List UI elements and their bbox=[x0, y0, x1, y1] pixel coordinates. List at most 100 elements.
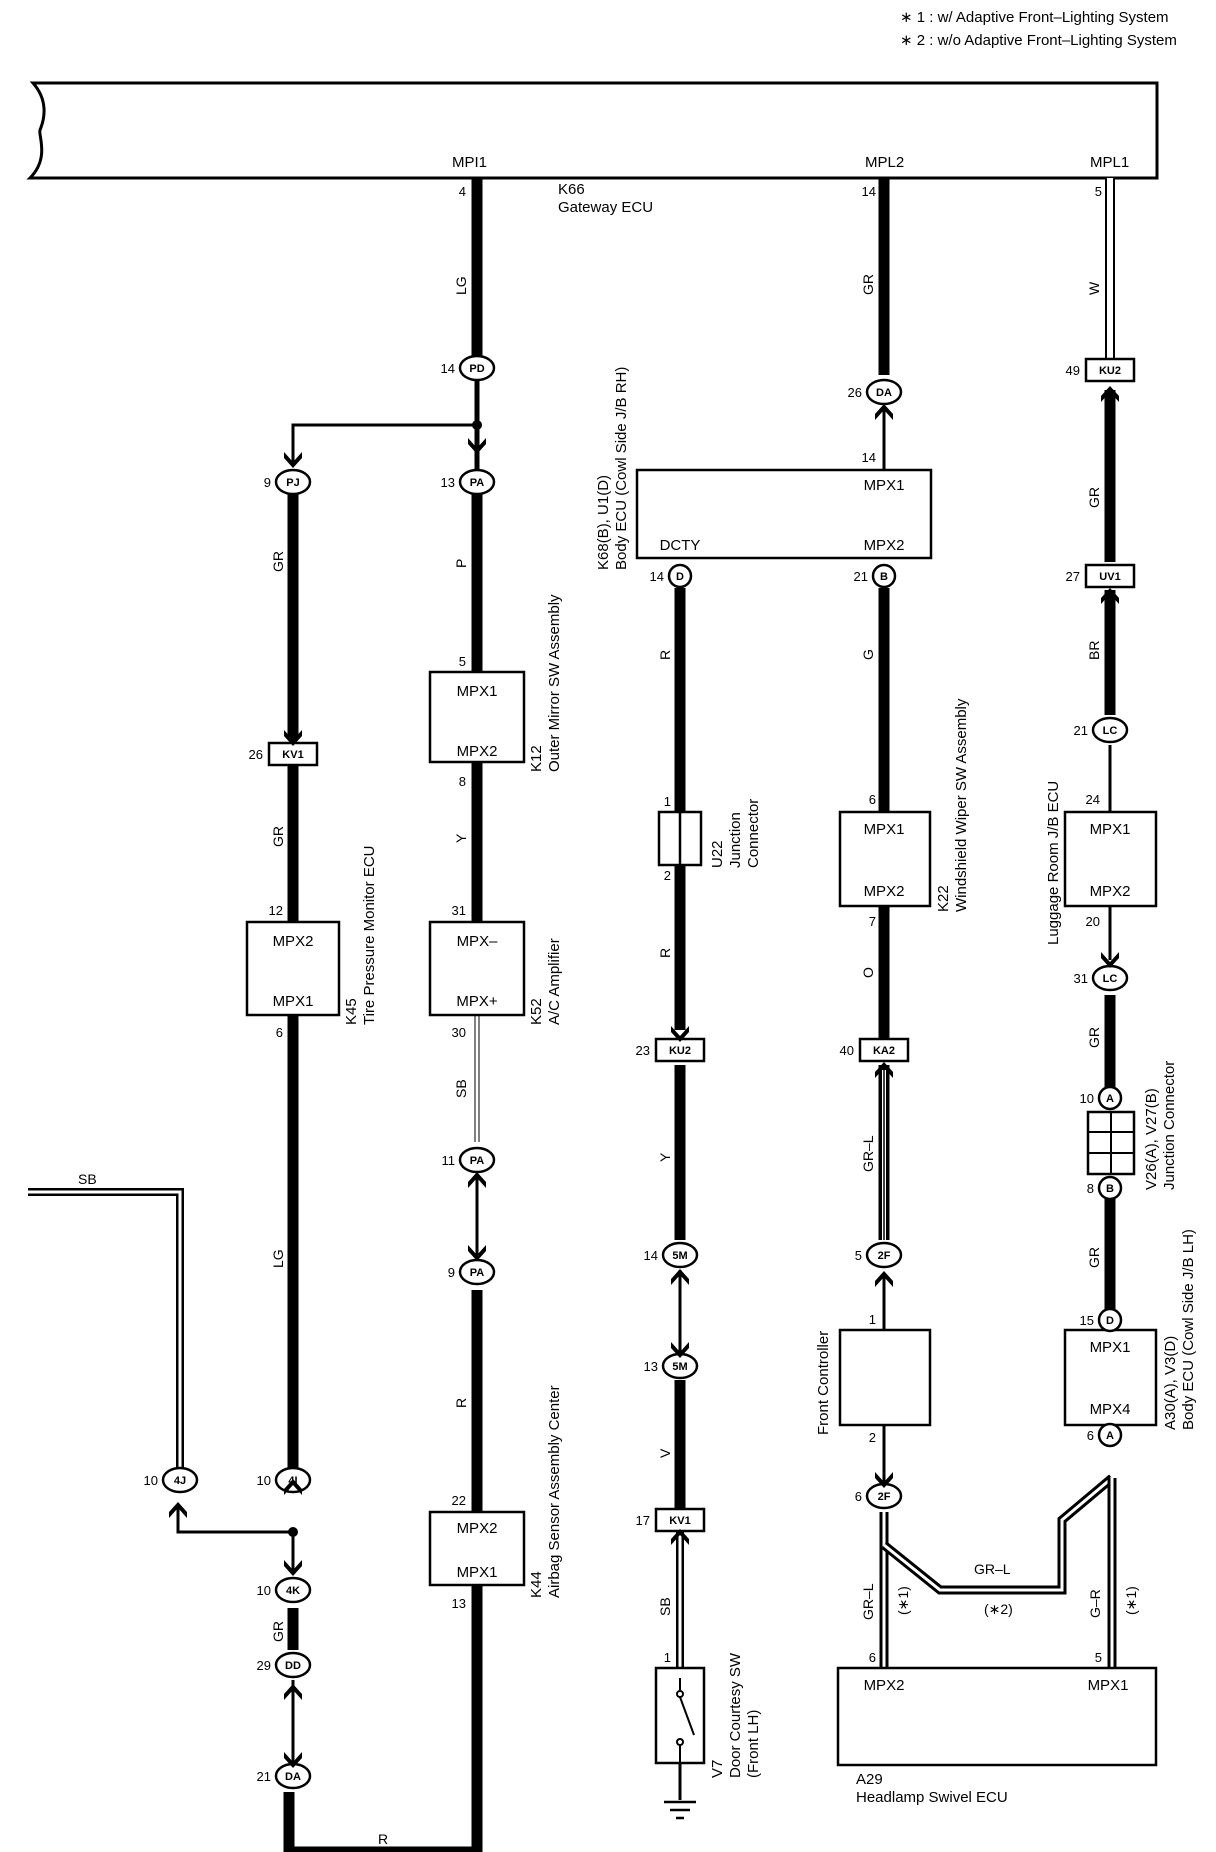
k52-code: K52 bbox=[528, 998, 545, 1025]
k52-pin-bot: 30 bbox=[452, 1025, 466, 1040]
connector-lc21-pin: 21 bbox=[1074, 723, 1088, 738]
mpl2-pin: 14 bbox=[862, 184, 876, 199]
k68-code: K68(B), U1(D) bbox=[595, 475, 612, 570]
k52-box bbox=[428, 920, 526, 1017]
k22-box bbox=[838, 810, 932, 908]
arrow-6 bbox=[284, 1684, 302, 1700]
a30-p2: MPX4 bbox=[1090, 1401, 1131, 1418]
k22-name: Windshield Wiper SW Assembly bbox=[953, 698, 970, 912]
a29-p2: MPX1 bbox=[1088, 1677, 1129, 1694]
connector-f2_5-code: 2F bbox=[878, 1250, 891, 1262]
a29-p1: MPX2 bbox=[864, 1677, 905, 1694]
wl-fc-grl-2: GR–L bbox=[974, 1561, 1011, 1577]
k22-code: K22 bbox=[935, 885, 952, 912]
k22-p2: MPX2 bbox=[864, 883, 905, 900]
connector-a6-code: A bbox=[1106, 1430, 1114, 1442]
connector-b21-pin: 21 bbox=[854, 569, 868, 584]
k22-pin-top: 6 bbox=[869, 792, 876, 807]
connector-pa13-pin: 13 bbox=[441, 475, 455, 490]
wl-ku2-gr: GR bbox=[1086, 487, 1102, 508]
wl-pa-r: R bbox=[453, 1398, 469, 1408]
connector-kv1_26-pin: 26 bbox=[249, 747, 263, 762]
connector-b8: B8 bbox=[1087, 1175, 1123, 1201]
connector-a10-code: A bbox=[1106, 1093, 1114, 1105]
wl-d-r2: R bbox=[657, 948, 673, 958]
gateway-ecu-box bbox=[26, 81, 1159, 180]
arrow-18 bbox=[1101, 386, 1119, 402]
connector-kv1_17-code: KV1 bbox=[669, 1515, 690, 1527]
a30-name: Body ECU (Cowl Side J/B LH) bbox=[1180, 1229, 1197, 1430]
v7-pin-top: 1 bbox=[664, 1650, 671, 1665]
v26-code: V26(A), V27(B) bbox=[1143, 1088, 1160, 1190]
connector-badges: PD14PJ9PA13KV126PA11PA94J104I104K10DD29D… bbox=[144, 354, 1136, 1790]
k52-p2: MPX+ bbox=[456, 993, 498, 1010]
connector-pa13-code: PA bbox=[470, 477, 485, 489]
arrow-13 bbox=[671, 1529, 689, 1545]
arrow-0 bbox=[468, 438, 486, 454]
connector-pa9: PA9 bbox=[448, 1258, 496, 1286]
k45-p1: MPX2 bbox=[273, 933, 314, 950]
k68-pin-top: 14 bbox=[862, 450, 876, 465]
a29-name: Headlamp Swivel ECU bbox=[856, 1789, 1008, 1806]
k44-box bbox=[428, 1510, 526, 1587]
k22-p1: MPX1 bbox=[864, 821, 905, 838]
connector-da26-pin: 26 bbox=[848, 385, 862, 400]
wl-mpl1: W bbox=[1086, 281, 1102, 295]
connector-pa11-pin: 11 bbox=[442, 1153, 456, 1168]
arrow-9 bbox=[468, 1245, 486, 1261]
wl-b8-gr: GR bbox=[1086, 1247, 1102, 1268]
wl-kv1-gr: GR bbox=[270, 826, 286, 847]
wl-bottom-r: R bbox=[378, 1831, 388, 1847]
wl-dd-gr: GR bbox=[270, 1621, 286, 1642]
v7-code: V7 bbox=[709, 1760, 726, 1778]
wl-d-r1: R bbox=[657, 650, 673, 660]
wl-mpl2: GR bbox=[860, 274, 876, 295]
wl-ku2-y: Y bbox=[657, 1152, 673, 1162]
lr-p2: MPX2 bbox=[1090, 883, 1131, 900]
u22-code: U22 bbox=[709, 840, 726, 868]
arrow-14 bbox=[875, 404, 893, 420]
wl-pj-gr: GR bbox=[270, 551, 286, 572]
connector-f2_6-code: 2F bbox=[878, 1491, 891, 1503]
connector-d15-pin: 15 bbox=[1080, 1313, 1094, 1328]
connector-d15-code: D bbox=[1106, 1315, 1114, 1327]
k52-name: A/C Amplifier bbox=[546, 938, 563, 1025]
connector-b8-pin: 8 bbox=[1087, 1181, 1094, 1196]
wl-k52-sb: SB bbox=[453, 1079, 469, 1098]
connector-ka2_40-pin: 40 bbox=[840, 1043, 854, 1058]
front-controller-box bbox=[838, 1328, 932, 1427]
wl-a6-grr: G–R bbox=[1087, 1589, 1103, 1618]
k44-name: Airbag Sensor Assembly Center bbox=[546, 1385, 563, 1598]
arrows bbox=[169, 386, 1119, 1768]
lr-p1: MPX1 bbox=[1090, 821, 1131, 838]
arrow-19 bbox=[1101, 588, 1119, 604]
wl-pa-p: P bbox=[453, 559, 469, 568]
arrow-17 bbox=[875, 1472, 893, 1488]
connector-d14: D14 bbox=[650, 563, 693, 589]
k45-name: Tire Pressure Monitor ECU bbox=[361, 846, 378, 1026]
wl-k22-o: O bbox=[860, 967, 876, 978]
arrow-8 bbox=[468, 1172, 486, 1188]
v7-name1: Door Courtesy SW bbox=[727, 1652, 744, 1778]
connector-b8-code: B bbox=[1106, 1183, 1114, 1195]
k45-p2: MPX1 bbox=[273, 993, 314, 1010]
connector-j4i: 4I10 bbox=[257, 1466, 312, 1494]
port-mpl2-label: MPL2 bbox=[865, 154, 904, 171]
wl-sb-left: SB bbox=[78, 1171, 97, 1187]
wl-a6-note1: (∗1) bbox=[1123, 1586, 1139, 1615]
connector-j4j-pin: 10 bbox=[144, 1473, 158, 1488]
u22-pin-bot: 2 bbox=[664, 868, 671, 883]
arrow-12 bbox=[671, 1342, 689, 1358]
gateway-ecu-name: Gateway ECU bbox=[558, 199, 653, 216]
splice-dot-upper bbox=[472, 420, 482, 430]
arrow-3 bbox=[284, 1479, 302, 1495]
connector-da21-code: DA bbox=[285, 1771, 301, 1783]
a30-code: A30(A), V3(D) bbox=[1162, 1336, 1179, 1430]
lr-name: Luggage Room J/B ECU bbox=[1045, 781, 1062, 945]
